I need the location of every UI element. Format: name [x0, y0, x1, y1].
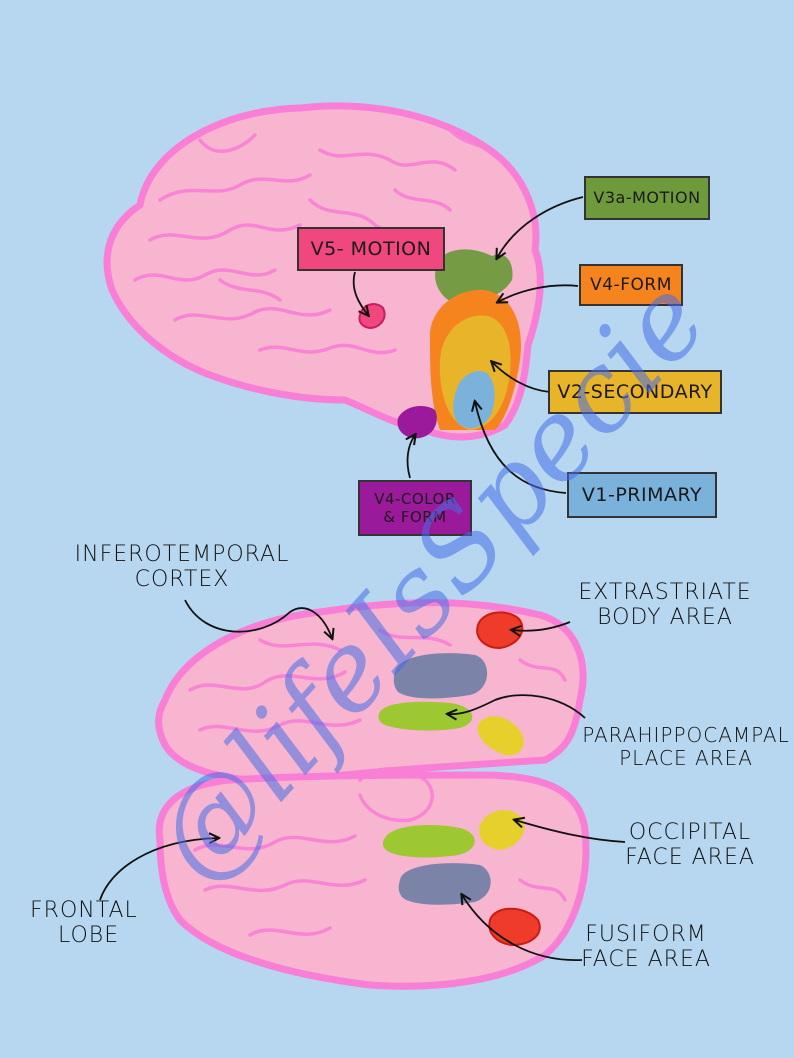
- extrastriate-body-area-label: EXTRASTRIATE BODY AREA: [560, 580, 770, 631]
- v4-color-form-label: V4-COLOR & FORM: [358, 480, 472, 536]
- inferotemporal-line2: CORTEX: [134, 567, 230, 593]
- fusiform-line1: FUSIFORM: [585, 922, 707, 947]
- occipital-yellow-top: [477, 716, 524, 756]
- parahippocampal-place-area-label: PARAHIPPOCAMPAL PLACE AREA: [580, 724, 792, 770]
- v5-motion-text: V5- MOTION: [310, 237, 432, 260]
- extrastriate-line2: BODY AREA: [597, 605, 733, 631]
- fusiform-line2: FACE AREA: [581, 947, 711, 973]
- parahippocampal-green-top: [378, 701, 473, 731]
- arrow-v4form: [498, 284, 579, 302]
- occipital-line2: FACE AREA: [625, 845, 755, 871]
- arrow-v3a: [497, 196, 584, 258]
- occipital-face-area-label: OCCIPITAL FACE AREA: [610, 820, 770, 871]
- v3a-area: [435, 249, 513, 302]
- v4-color-text: V4-COLOR: [374, 489, 456, 508]
- arrow-inferotemporal: [184, 599, 332, 638]
- parahippocampal-line1: PARAHIPPOCAMPAL: [582, 723, 790, 747]
- ventral-brain: [155, 599, 590, 990]
- v4-form-text-2: & FORM: [383, 507, 447, 526]
- v4-form-label: V4-FORM: [579, 264, 683, 306]
- bottom-arrows: [99, 599, 626, 961]
- extrastriate-line1: EXTRASTRIATE: [578, 580, 752, 605]
- inferotemporal-line1: INFEROTEMPORAL: [74, 542, 290, 567]
- ventral-brain-right: [155, 771, 590, 990]
- arrow-parahippocampal: [448, 694, 586, 718]
- top-arrows: [352, 196, 584, 494]
- v1-primary-text: V1-PRIMARY: [581, 483, 703, 506]
- occipital-line1: OCCIPITAL: [628, 820, 752, 845]
- v3a-motion-label: V3a-MOTION: [584, 176, 710, 220]
- ventral-gyri: [188, 628, 567, 937]
- fusiform-gray-top: [393, 653, 488, 699]
- frontal-line1: FRONTAL: [30, 898, 138, 923]
- lateral-brain: [103, 102, 544, 441]
- v3a-motion-text: V3a-MOTION: [593, 188, 701, 207]
- fusiform-face-area-label: FUSIFORM FACE AREA: [566, 922, 726, 973]
- arrow-v2: [492, 362, 551, 393]
- ventral-brain-left: [155, 599, 587, 785]
- frontal-lobe-label: FRONTAL LOBE: [30, 898, 170, 949]
- arrow-v5: [352, 271, 368, 315]
- v1-primary-label: V1-PRIMARY: [567, 472, 717, 518]
- parahippocampal-line2: PLACE AREA: [619, 746, 753, 770]
- arrow-v1: [475, 402, 567, 494]
- arrow-v4color: [408, 435, 415, 479]
- fusiform-gray-bottom: [398, 863, 491, 905]
- arrow-occipital: [515, 820, 626, 843]
- v4-form-text: V4-FORM: [590, 274, 672, 295]
- frontal-line2: LOBE: [58, 923, 120, 949]
- v5-motion-label: V5- MOTION: [297, 227, 445, 271]
- fusiform-green-bottom: [382, 825, 475, 858]
- extrastriate-body-area-bottom: [488, 907, 541, 947]
- arrow-extrastriate: [512, 621, 571, 631]
- inferotemporal-cortex-label: INFEROTEMPORAL CORTEX: [62, 542, 302, 593]
- arrow-fusiform: [462, 895, 583, 961]
- v2-secondary-label: V2-SECONDARY: [548, 370, 722, 414]
- arrow-frontal: [99, 838, 218, 901]
- v4-color-area: [397, 406, 437, 439]
- v2-secondary-text: V2-SECONDARY: [557, 380, 713, 403]
